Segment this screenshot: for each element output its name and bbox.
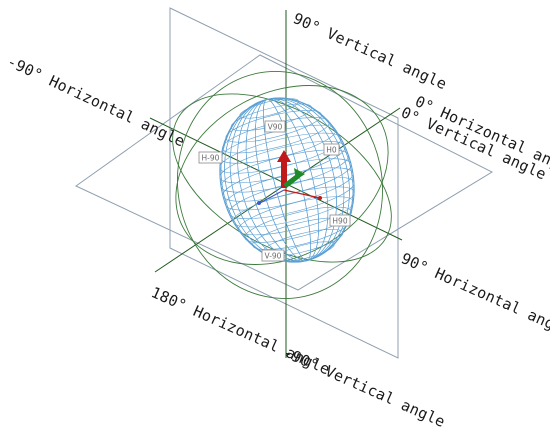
mesh-latitude-line: [225, 110, 322, 143]
red-axis-marker-icon: [318, 196, 322, 200]
label-vertical-90: 90° Vertical angle: [290, 9, 449, 93]
svg-text:H90: H90: [332, 217, 347, 226]
label-vertical-minus90: -90° Vertical angle: [280, 343, 448, 430]
horizontal-axis-line-0: [154, 107, 401, 273]
svg-text:H0: H0: [326, 146, 337, 155]
horizontal-plane: [75, 54, 494, 291]
mesh-latitude-line: [222, 117, 330, 154]
orbit-ring-1: [175, 85, 389, 265]
blue-axis-marker-icon: [257, 201, 261, 205]
mesh-latitude-line: [239, 98, 299, 119]
horizontal-axis-line-90: [149, 117, 403, 241]
tag-h90: H90: [329, 214, 351, 227]
svg-text:V90: V90: [268, 123, 283, 132]
orbit-ring-3: [177, 71, 383, 299]
svg-text:H-90: H-90: [202, 154, 220, 163]
tag-h0: H0: [323, 143, 340, 156]
svg-text:V-90: V-90: [265, 252, 282, 261]
tag-v-minus90: V-90: [261, 249, 285, 262]
label-horizontal-minus90: -90° Horizontal angle: [4, 52, 187, 150]
red-up-arrow-icon: [277, 150, 291, 162]
green-forward-arrow-icon: [294, 168, 305, 180]
mesh-latitude-line: [232, 186, 355, 228]
axis-triad: [257, 150, 322, 205]
tag-v90: V90: [264, 120, 286, 133]
mesh-latitude-line: [238, 196, 354, 236]
label-horizontal-90: 90° Horizontal angle: [398, 249, 550, 341]
vertical-plane: [169, 7, 399, 359]
mesh-latitude-line: [244, 206, 352, 243]
tag-h-minus90: H-90: [198, 151, 223, 164]
